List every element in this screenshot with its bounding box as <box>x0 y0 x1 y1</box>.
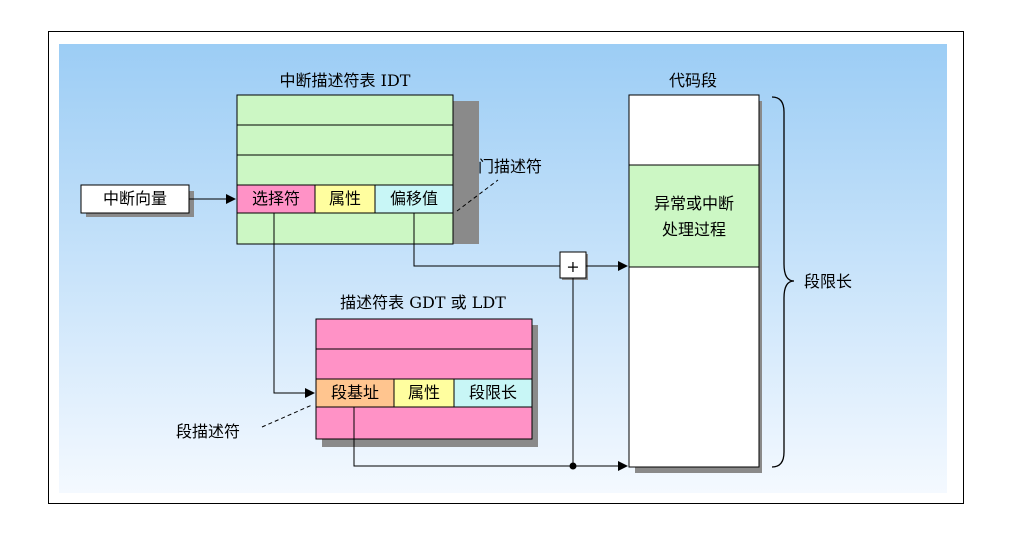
adder-symbol: + <box>566 257 579 276</box>
segment-base-field <box>315 378 395 408</box>
handler-label-line2: 处理过程 <box>662 220 726 239</box>
segment-base-field-label: 段基址 <box>331 383 379 402</box>
selector-to-segment-base-arrow <box>273 213 315 398</box>
gate-descriptor-label: 门描述符 <box>478 157 542 176</box>
gdt-attribute-field-label: 属性 <box>408 383 440 402</box>
segment-descriptor-label: 段描述符 <box>176 422 240 441</box>
gate-descriptor-leader <box>456 179 499 212</box>
interrupt-vector-box <box>80 184 194 217</box>
code-segment-title: 代码段 <box>669 71 717 90</box>
selector-field <box>236 184 316 214</box>
offset-field-label: 偏移值 <box>390 189 438 208</box>
segment-limit-label: 段限长 <box>804 272 852 291</box>
offset-field <box>374 184 454 214</box>
segment-limit-field-label: 段限长 <box>469 383 517 402</box>
segment-limit-brace <box>771 96 795 468</box>
segment-descriptor-row: 段基址 属性 段限长 <box>315 378 533 408</box>
code-segment-box <box>628 94 762 473</box>
segment-base-to-code-arrow <box>353 407 628 471</box>
gdt-title: 描述符表 GDT 或 LDT <box>340 293 506 312</box>
idt-attribute-field <box>314 184 376 214</box>
handler-block <box>628 164 760 268</box>
idt-attribute-field-label: 属性 <box>329 189 361 208</box>
segment-descriptor-leader <box>261 404 313 428</box>
interrupt-vector-label: 中断向量 <box>103 189 167 208</box>
selector-field-label: 选择符 <box>252 189 300 208</box>
handler-label-line1: 异常或中断 <box>654 194 734 213</box>
junction-dot <box>569 462 577 470</box>
gate-descriptor-row: 选择符 属性 偏移值 <box>236 184 454 214</box>
idt-title: 中断描述符表 IDT <box>280 71 411 90</box>
segment-limit-field <box>453 378 533 408</box>
adder-box <box>559 251 588 280</box>
idt-table <box>236 94 479 245</box>
offset-to-adder-line <box>413 213 560 267</box>
